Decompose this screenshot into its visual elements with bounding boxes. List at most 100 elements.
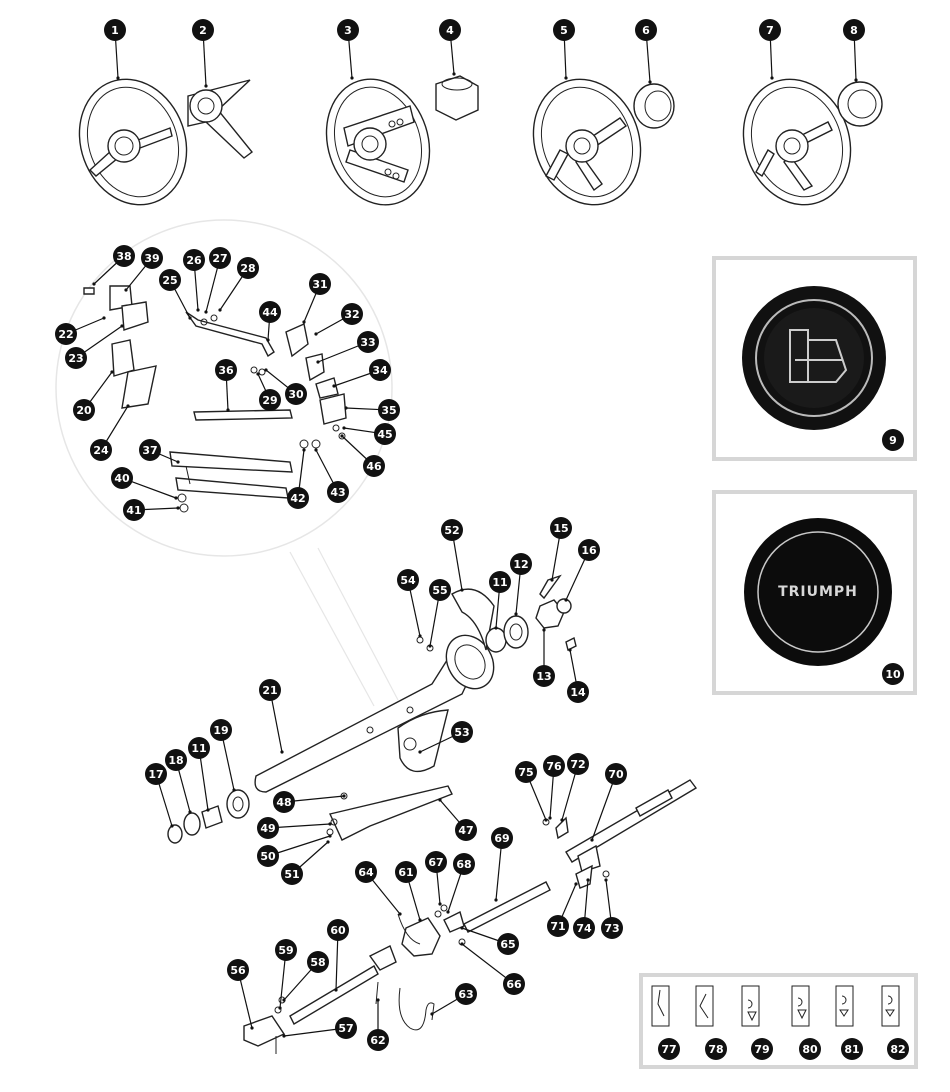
- callout-number: 53: [454, 726, 469, 739]
- callout-73: 73: [601, 917, 623, 939]
- leader-tip-40: [174, 496, 178, 500]
- callout-badge: [635, 19, 657, 41]
- column-shroud-53: [397, 709, 449, 773]
- boss-adaptor-4: [435, 75, 479, 121]
- callout-badge: [309, 273, 331, 295]
- leader-tip-70: [590, 838, 594, 842]
- universal-joint-61: [397, 904, 466, 957]
- callout-6: 6: [635, 19, 657, 41]
- horn-push-ring-8: [837, 81, 883, 127]
- detail-magnifier: [55, 219, 399, 707]
- callout-37: 37: [139, 439, 161, 461]
- callout-badge: [327, 481, 349, 503]
- leader-tip-16: [564, 598, 568, 602]
- callout-number: 45: [377, 428, 392, 441]
- callout-badge: [573, 917, 595, 939]
- leader-tip-67: [438, 902, 442, 906]
- callout-badge: [215, 359, 237, 381]
- callout-badge: [395, 861, 417, 883]
- callout-badge: [455, 983, 477, 1005]
- callout-badge: [497, 933, 519, 955]
- leader-tip-6: [648, 80, 652, 84]
- callout-number: 2: [199, 24, 207, 37]
- callout-5: 5: [553, 19, 575, 41]
- callout-badge: [841, 1038, 863, 1060]
- callout-number: 54: [400, 574, 416, 587]
- callout-59: 59: [275, 939, 297, 961]
- leader-tip-7: [770, 76, 774, 80]
- leader-tip-47: [438, 798, 442, 802]
- callout-badge: [165, 749, 187, 771]
- leader-tip-2: [204, 84, 208, 88]
- callout-badge: [90, 439, 112, 461]
- callout-badge: [533, 665, 555, 687]
- callout-badge: [441, 519, 463, 541]
- callout-number: 6: [642, 24, 650, 37]
- callout-number: 32: [344, 308, 359, 321]
- leader-tip-34: [332, 384, 336, 388]
- callout-7: 7: [759, 19, 781, 41]
- lower-shaft-60: [243, 945, 397, 1054]
- callout-badge: [141, 247, 163, 269]
- leader-tip-26: [196, 308, 200, 312]
- callout-number: 73: [604, 922, 619, 935]
- callout-68: 68: [453, 853, 475, 875]
- callout-23: 23: [65, 347, 87, 369]
- callout-2: 2: [192, 19, 214, 41]
- callout-number: 47: [458, 824, 473, 837]
- leader-tip-61: [418, 918, 422, 922]
- callout-badge: [425, 851, 447, 873]
- callout-number: 22: [58, 328, 73, 341]
- callout-42: 42: [287, 487, 309, 509]
- leader-tip-72: [560, 818, 564, 822]
- callout-25: 25: [159, 269, 181, 291]
- callout-number: 12: [513, 558, 528, 571]
- callout-48: 48: [273, 791, 295, 813]
- callout-number: 43: [330, 486, 345, 499]
- callout-number: 79: [754, 1043, 769, 1056]
- leader-tip-30: [264, 368, 268, 372]
- callout-badge: [882, 429, 904, 451]
- leader-tip-24: [126, 404, 130, 408]
- callout-33: 33: [357, 331, 379, 353]
- leader-tip-31: [302, 320, 306, 324]
- callout-badge: [259, 301, 281, 323]
- callout-number: 41: [126, 504, 141, 517]
- leader-tip-41: [176, 506, 180, 510]
- callout-38: 38: [113, 245, 135, 267]
- callout-number: 55: [432, 584, 447, 597]
- callout-badge: [210, 719, 232, 741]
- callout-49: 49: [257, 817, 279, 839]
- callout-number: 57: [338, 1022, 353, 1035]
- callout-badge: [188, 737, 210, 759]
- callout-9: 9: [882, 429, 904, 451]
- callout-badge: [397, 569, 419, 591]
- callout-number: 44: [262, 306, 278, 319]
- callout-number: 82: [890, 1043, 905, 1056]
- callout-18: 18: [165, 749, 187, 771]
- leader-tip-25: [188, 316, 192, 320]
- leader-tip-20: [110, 370, 114, 374]
- leader-tip-71: [574, 882, 578, 886]
- callout-36: 36: [215, 359, 237, 381]
- callout-number: 38: [116, 250, 131, 263]
- callout-number: 31: [312, 278, 327, 291]
- callout-number: 39: [144, 252, 159, 265]
- clip-parts-panel: [639, 973, 918, 1069]
- callout-number: 70: [608, 768, 624, 781]
- callout-75: 75: [515, 761, 537, 783]
- leader-tip-43: [314, 448, 318, 452]
- leader-tip-1: [116, 76, 120, 80]
- callout-number: 1: [111, 24, 119, 37]
- callout-number: 16: [581, 544, 597, 557]
- leader-tip-57: [282, 1034, 286, 1038]
- callout-61: 61: [395, 861, 417, 883]
- callout-22: 22: [55, 323, 77, 345]
- callout-badge: [553, 19, 575, 41]
- callout-55: 55: [429, 579, 451, 601]
- callout-62: 62: [367, 1029, 389, 1051]
- callout-52: 52: [441, 519, 463, 541]
- callout-badge: [455, 819, 477, 841]
- callout-76: 76: [543, 755, 565, 777]
